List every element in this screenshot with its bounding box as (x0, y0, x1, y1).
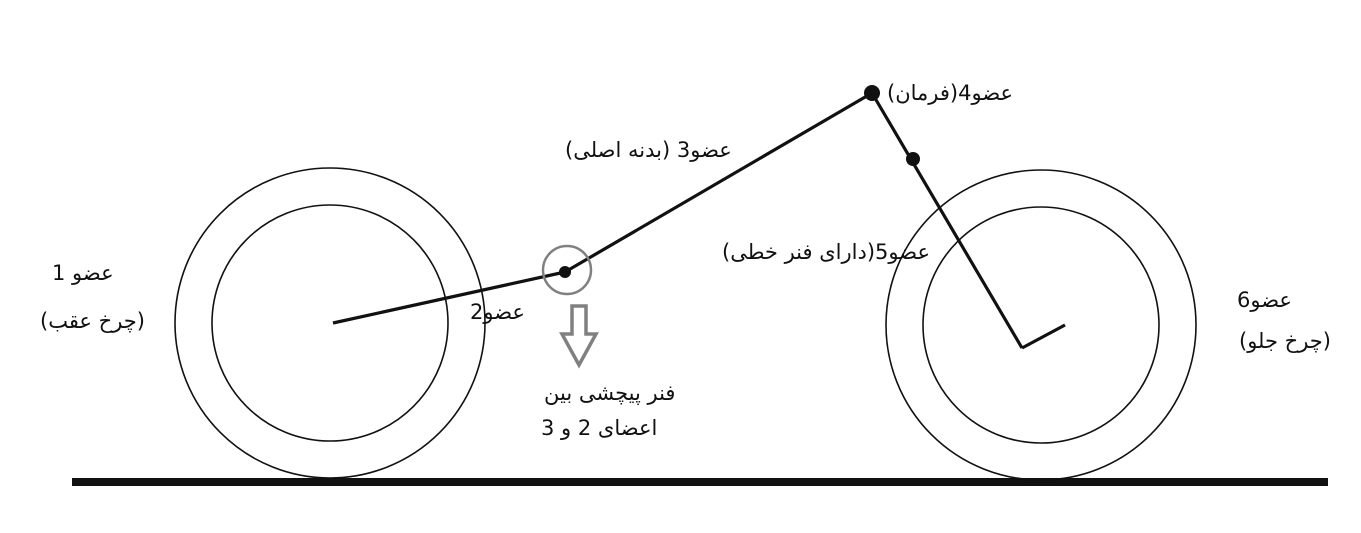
joint-4-5-dot (906, 152, 920, 166)
front-wheel-inner-circle (922, 206, 1160, 444)
member3-link (564, 91, 873, 274)
joint-2-3-dot (559, 266, 571, 278)
joint-3-4-dot (864, 85, 880, 101)
down-arrow-icon (559, 304, 599, 369)
spring-note-line1: فنر پیچشی بین (544, 381, 676, 405)
member5-fork-link (870, 92, 1024, 349)
front-wheel-outer-circle (885, 169, 1197, 481)
member2-link (332, 270, 566, 325)
member2-label: عضو2 (470, 300, 525, 324)
member5-label: عضو5(دارای فنر خطی) (722, 240, 930, 264)
member3-label: عضو3 (بدنه اصلی) (565, 138, 732, 162)
torsion-spring-joint-ring (541, 244, 593, 296)
member1-label-line2: (چرخ عقب) (40, 309, 145, 333)
rear-wheel-inner-circle (211, 204, 449, 442)
member6-label-line2: (چرخ جلو) (1239, 329, 1331, 353)
spring-note-line2: اعضای 2 و 3 (541, 416, 658, 440)
front-hub-stub (1021, 323, 1066, 350)
rear-wheel-outer-circle (174, 167, 486, 479)
member4-label: عضو4(فرمان) (887, 81, 1014, 105)
member1-label-line1: عضو 1 (52, 261, 114, 285)
member6-label-line1: عضو6 (1237, 288, 1292, 312)
